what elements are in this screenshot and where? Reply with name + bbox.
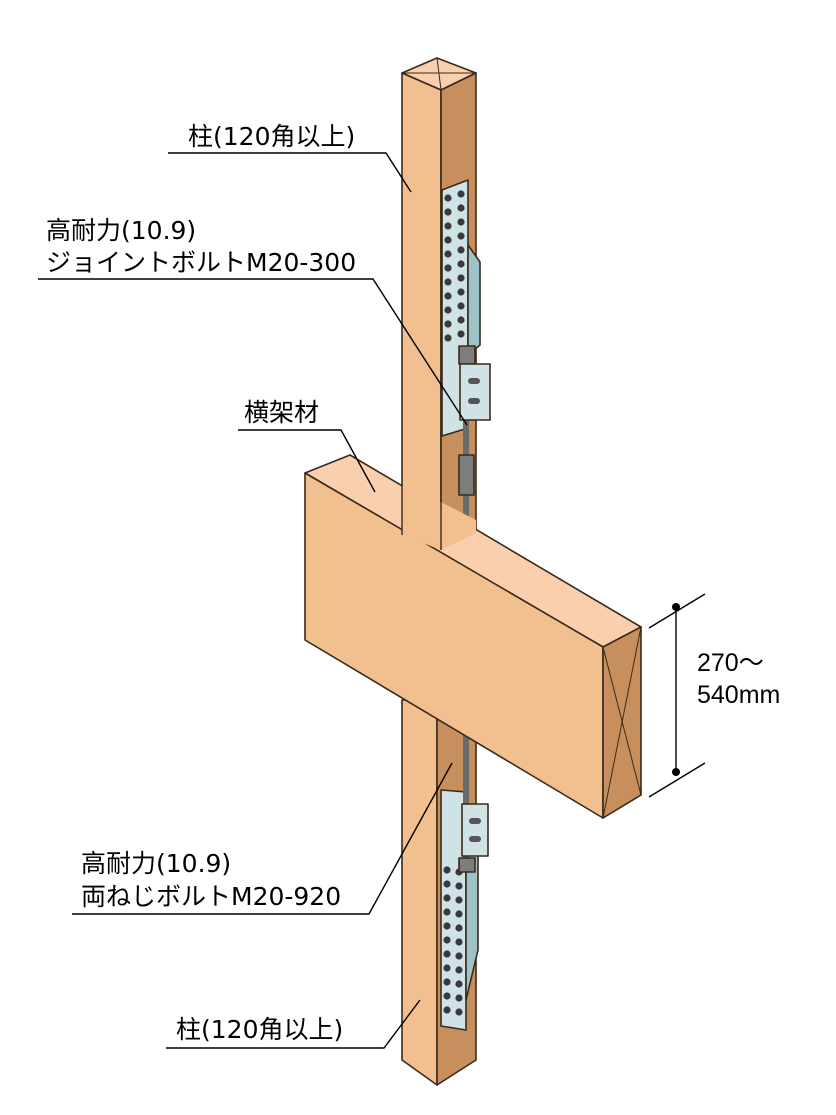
- upper-coupler: [458, 454, 475, 496]
- dimension-line2: 540mm: [697, 681, 780, 709]
- dimension-line1: 270～: [697, 649, 764, 677]
- leader-lines: [38, 152, 468, 1049]
- upper-bent-flange: [467, 244, 481, 356]
- beam-end-cross-2: [602, 626, 642, 819]
- lower-bracket-slot-1: [469, 818, 481, 824]
- lower-bracket-box: [461, 803, 489, 857]
- lower-nut: [458, 857, 476, 873]
- upper-bracket-slot-1: [468, 378, 480, 384]
- label-joint-bolt-line1: 高耐力(10.9): [46, 216, 196, 245]
- label-column-top: 柱(120角以上): [188, 122, 355, 151]
- label-joint-bolt-line2: ジョイントボルトM20-300: [46, 248, 356, 277]
- lower-plate-holes: [443, 866, 463, 1016]
- column-top-through-beam: [402, 485, 476, 550]
- upper-bracket-slot-2: [468, 398, 480, 404]
- upper-column-front: [401, 72, 442, 551]
- label-beam: 横架材: [244, 398, 319, 427]
- label-column-bottom: 柱(120角以上): [176, 1015, 343, 1044]
- lower-bracket-slot-2: [469, 836, 481, 842]
- upper-hardware: [441, 179, 491, 551]
- upper-plate-holes: [444, 190, 465, 342]
- upper-bracket-box: [459, 363, 491, 421]
- beam: [304, 454, 642, 819]
- upper-nut-top: [458, 345, 476, 365]
- height-dimension: 270～ 540mm: [648, 593, 780, 798]
- label-through-bolt-line1: 高耐力(10.9): [81, 849, 231, 878]
- lower-hardware: [440, 730, 489, 1031]
- label-through-bolt-line2: 両ねじボルトM20-920: [81, 882, 341, 911]
- lower-column-front: [401, 699, 438, 1086]
